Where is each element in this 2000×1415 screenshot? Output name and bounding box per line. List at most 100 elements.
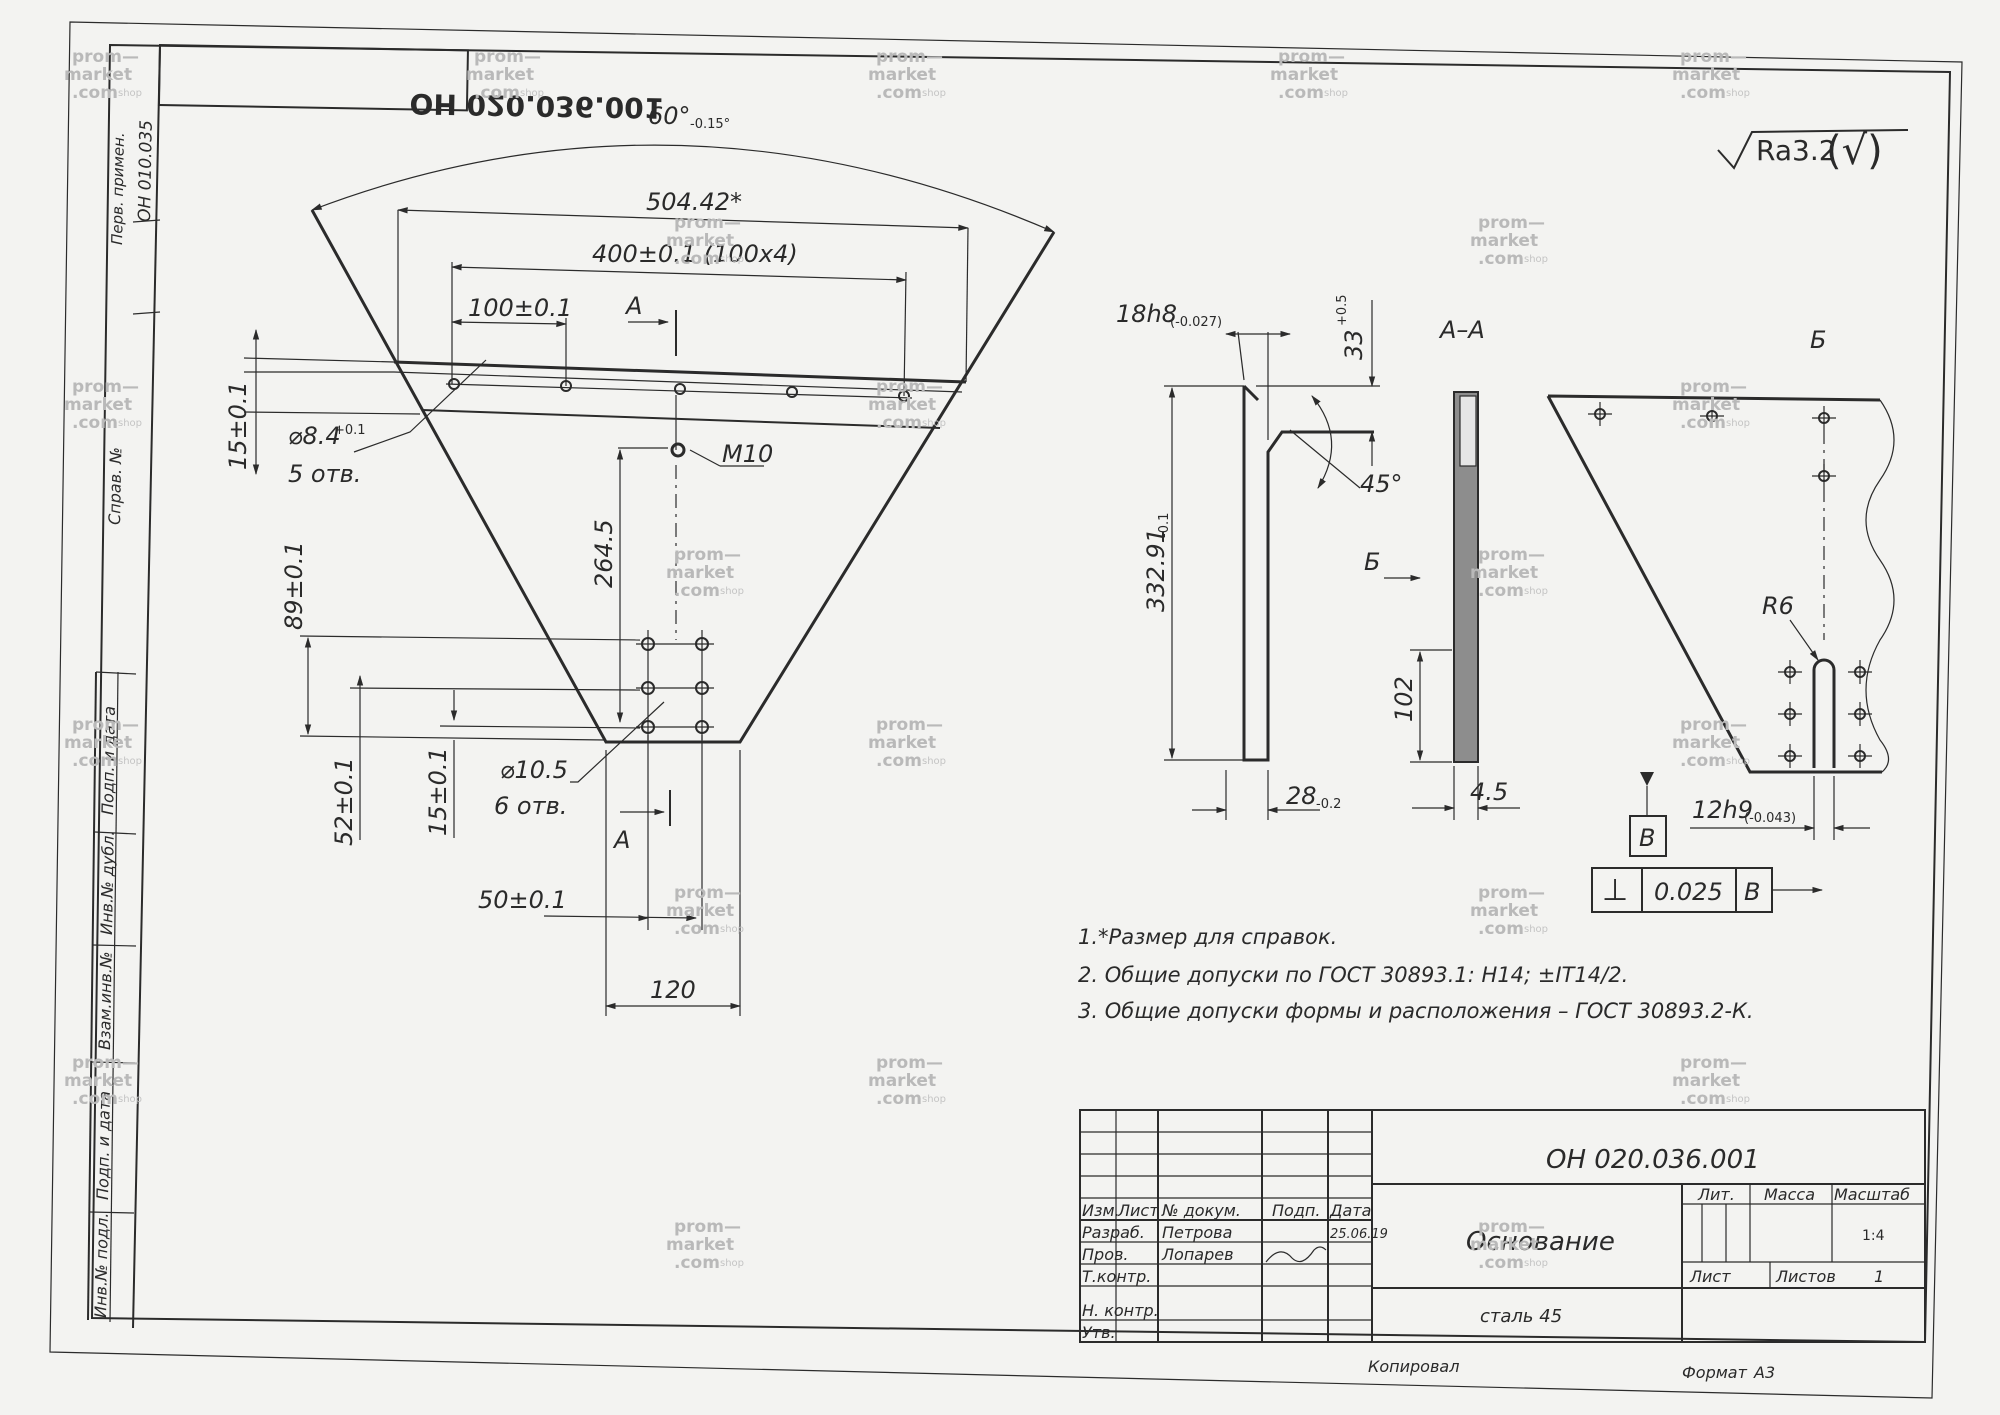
bottom-hole-grid — [636, 630, 714, 740]
bottom-hole-diam: ⌀10.5 — [500, 756, 568, 784]
svg-text:prom—: prom— — [674, 1217, 741, 1237]
dim-vertical: 264.5 — [590, 519, 618, 588]
title-block: ОН 020.036.001 Основание сталь 45 Изм. Л… — [1079, 1109, 1926, 1382]
svg-text:market: market — [666, 1235, 734, 1255]
side-podp-data-2: Подп. и дата — [93, 1091, 114, 1200]
note-2: 2. Общие допуски по ГОСТ 30893.1: Н14; ±… — [1078, 963, 1628, 987]
tb-r-razrab: Разраб. — [1082, 1223, 1145, 1242]
svg-text:shop: shop — [1524, 924, 1548, 935]
svg-text:.com: .com — [674, 919, 720, 939]
view-b-slot-holes — [1778, 660, 1872, 768]
svg-text:.com: .com — [72, 1089, 118, 1109]
tb-scale: 1:4 — [1862, 1228, 1885, 1244]
svg-text:.com: .com — [876, 751, 922, 771]
svg-text:.com: .com — [1680, 751, 1726, 771]
section-dim-thickness: 4.5 — [1470, 778, 1508, 806]
view-b-title: Б — [1810, 326, 1826, 354]
svg-text:prom—: prom— — [674, 883, 741, 903]
svg-text:prom—: prom— — [72, 47, 139, 67]
svg-text:.com: .com — [674, 249, 720, 269]
svg-text:market: market — [868, 395, 936, 415]
tb-r-prov: Пров. — [1082, 1245, 1129, 1264]
side-podp-data: Подп. и дата — [98, 706, 119, 815]
note-3: 3. Общие допуски формы и расположения – … — [1078, 999, 1754, 1023]
tb-sheets: 1 — [1874, 1267, 1884, 1286]
break-line — [1865, 399, 1895, 773]
svg-text:shop: shop — [720, 1258, 744, 1269]
svg-text:shop: shop — [1726, 418, 1750, 429]
side-vzam: Взам.инв.№ — [95, 951, 116, 1050]
svg-text:market: market — [1470, 563, 1538, 583]
section-mark-top: А — [624, 292, 642, 320]
view-b: Б R6 12h9 (-0.043) В — [1546, 326, 1895, 913]
tb-material: сталь 45 — [1480, 1306, 1562, 1327]
svg-text:market: market — [1470, 901, 1538, 921]
side-first-use: ОН 010.035 — [135, 120, 157, 222]
svg-text:market: market — [64, 395, 132, 415]
top-hole — [674, 383, 686, 395]
sheet-frames — [49, 21, 1963, 1399]
top-hole — [898, 390, 910, 402]
signature — [1265, 1246, 1327, 1263]
side-inv-podl: Инв.№ подл. — [91, 1212, 112, 1318]
svg-text:shop: shop — [922, 756, 946, 767]
svg-text:.com: .com — [1478, 1253, 1524, 1273]
tb-format: А3 — [1753, 1363, 1775, 1382]
svg-text:shop: shop — [520, 88, 544, 99]
svg-text:shop: shop — [118, 88, 142, 99]
tb-h-list: Лист — [1117, 1201, 1159, 1220]
profile-dim-width-tol: (-0.027) — [1170, 315, 1222, 330]
hole-diam: ⌀8.4 — [288, 422, 341, 450]
svg-text:prom—: prom— — [1478, 213, 1545, 233]
svg-text:shop: shop — [720, 924, 744, 935]
svg-text:market: market — [1270, 65, 1338, 85]
svg-text:.com: .com — [876, 83, 922, 103]
svg-text:.com: .com — [1478, 581, 1524, 601]
svg-text:prom—: prom— — [72, 1053, 139, 1073]
tb-h-lit: Лит. — [1697, 1185, 1735, 1204]
svg-text:.com: .com — [1478, 919, 1524, 939]
tb-r-utv: Утв. — [1082, 1323, 1116, 1342]
view-b-arrow-mark: Б — [1364, 548, 1380, 576]
tb-razrab-name: Петрова — [1162, 1223, 1232, 1242]
svg-text:market: market — [666, 563, 734, 583]
angle-label: 60° — [648, 102, 691, 130]
svg-text:.com: .com — [72, 83, 118, 103]
profile-dim-width: 18h8 — [1116, 300, 1177, 328]
hole-diam-tol: +0.1 — [334, 423, 366, 438]
plate-outline — [310, 209, 1056, 744]
svg-text:.com: .com — [474, 83, 520, 103]
svg-text:market: market — [466, 65, 534, 85]
section-dim-lower: 102 — [1390, 676, 1418, 722]
svg-text:prom—: prom— — [474, 47, 541, 67]
roughness-symbol: Ra3.2 (√) — [1717, 128, 1909, 174]
tb-format-label: Формат — [1682, 1363, 1748, 1382]
profile-dim-top: 33 — [1340, 329, 1368, 360]
svg-text:.com: .com — [72, 751, 118, 771]
main-view: 60° -0.15° 15±0.1 504.42* 400±0.1 (100x4… — [224, 102, 1056, 1016]
dim-holes-span: 400±0.1 (100x4) — [592, 240, 798, 268]
svg-text:shop: shop — [1726, 88, 1750, 99]
svg-text:market: market — [64, 1071, 132, 1091]
tb-date: 25.06.19 — [1330, 1227, 1388, 1242]
chamfer-label: 45° — [1360, 470, 1403, 498]
svg-text:shop: shop — [720, 586, 744, 597]
tb-r-nkontr: Н. контр. — [1082, 1301, 1159, 1320]
view-b-radius: R6 — [1762, 592, 1794, 620]
side-sprav-label: Справ. № — [105, 447, 125, 525]
profile-dim-height: 332.91 — [1142, 528, 1170, 612]
